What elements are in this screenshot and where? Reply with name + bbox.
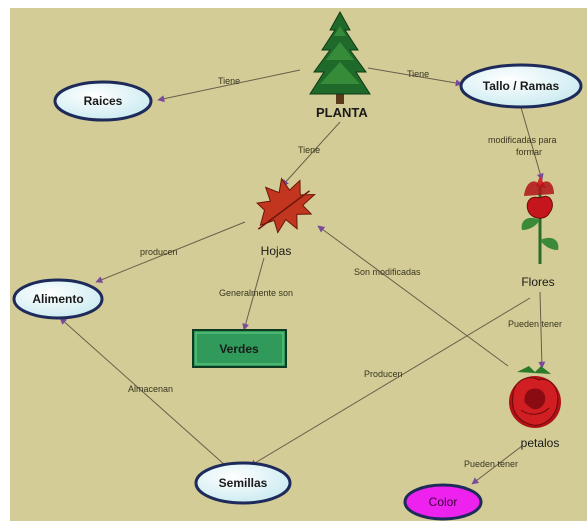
edge-label-tiene-raices: Tiene (218, 76, 240, 86)
edge-labels: Tiene Tiene Tiene modificadas para forma… (128, 69, 562, 469)
node-alimento-label: Alimento (32, 292, 83, 306)
edge-label-pueden-tener-color: Pueden tener (464, 459, 518, 469)
node-flores-label: Flores (521, 275, 554, 289)
edge-label-pueden-tener-petalos: Pueden tener (508, 319, 562, 329)
edge-label-producen-alimento: producen (140, 247, 178, 257)
node-tallo-ramas-label: Tallo / Ramas (483, 79, 560, 93)
edge-hojas-alimento (95, 221, 246, 283)
rose-icon (509, 366, 561, 428)
node-raices-label: Raices (84, 94, 123, 108)
edge-label-son-modificadas: Son modificadas (354, 267, 421, 277)
edge-label-tiene-hojas: Tiene (298, 145, 320, 155)
edge-label-producen-semillas: Producen (364, 369, 403, 379)
node-color-label: Color (429, 495, 458, 509)
edge-planta-hojas (281, 121, 341, 187)
edge-hojas-verdes (242, 257, 265, 331)
edge-planta-tallo (367, 67, 463, 87)
node-verdes-label: Verdes (219, 342, 259, 356)
node-color[interactable]: Color (403, 483, 483, 521)
edge-semillas-alimento (59, 317, 227, 467)
node-semillas-label: Semillas (219, 476, 268, 490)
planta-title: PLANTA (316, 105, 368, 120)
edge-petalos-hojas (317, 225, 509, 367)
edge-petalos-color (471, 445, 523, 485)
edge-tallo-flores (519, 103, 544, 181)
edge-label-tiene-tallo: Tiene (407, 69, 429, 79)
tree-icon (309, 10, 371, 104)
node-hojas-label: Hojas (261, 244, 292, 258)
node-petalos-label: petalos (521, 436, 560, 450)
connectors (59, 67, 546, 485)
node-verdes[interactable]: Verdes (192, 329, 287, 368)
edge-flores-petalos (538, 291, 546, 369)
edge-planta-raices (157, 69, 301, 103)
node-alimento[interactable]: Alimento (12, 278, 104, 320)
node-raices[interactable]: Raices (53, 80, 153, 122)
node-tallo-ramas[interactable]: Tallo / Ramas (459, 63, 583, 109)
leaf-icon (256, 177, 316, 234)
rose-stem-icon (521, 176, 559, 264)
edge-flores-semillas (249, 297, 531, 467)
edge-label-almacenan: Almacenan (128, 384, 173, 394)
node-semillas[interactable]: Semillas (194, 461, 292, 505)
edge-label-modificadas: modificadas para (488, 135, 557, 145)
edge-label-generalmente: Generalmente son (219, 288, 293, 298)
edge-label-formar: formar (516, 147, 542, 157)
